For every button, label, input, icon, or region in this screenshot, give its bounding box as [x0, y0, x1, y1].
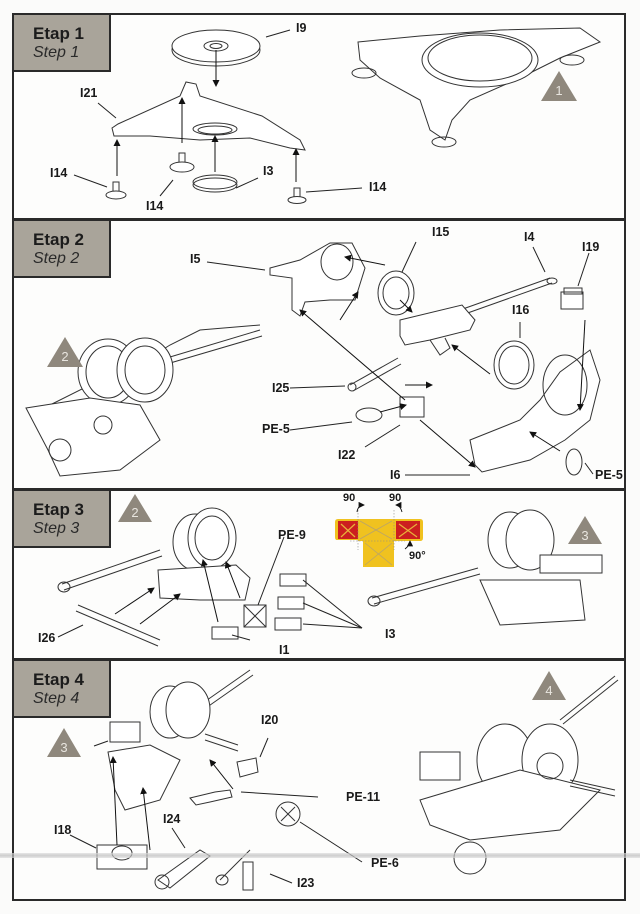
step-2-header: Etap 2 Step 2: [14, 221, 111, 278]
part-label: I5: [190, 252, 201, 266]
part-label: I24: [163, 812, 181, 826]
part-label: I16: [512, 303, 530, 317]
part-label: I3: [385, 627, 396, 641]
part-label: I15: [432, 225, 450, 239]
step-1-step: Step 1: [33, 44, 80, 61]
part-label: I14: [146, 199, 164, 213]
marker-number: 3: [581, 528, 589, 543]
part-label: PE-11: [346, 790, 381, 804]
marker-number: 1: [555, 83, 563, 98]
part-label: PE-5: [595, 468, 623, 482]
part-label: PE-9: [278, 528, 306, 542]
marker-number: 2: [61, 349, 69, 364]
part-label: I14: [369, 180, 387, 194]
marker-number: 2: [131, 505, 139, 520]
fold-angle-label: 90°: [409, 550, 426, 562]
part-label: I3: [263, 164, 274, 178]
part-label: I4: [524, 230, 535, 244]
part-label: I6: [390, 468, 401, 482]
step-2-etap: Etap 2: [33, 230, 85, 249]
step-2-step: Step 2: [33, 250, 80, 267]
part-label: I26: [38, 631, 56, 645]
scan-artifact-line: [0, 853, 640, 858]
step-2-panel: Etap 2 Step 2: [12, 219, 626, 490]
fold-angle-label: 90: [389, 492, 402, 504]
step-1-header: Etap 1 Step 1: [14, 15, 111, 72]
step-1-etap: Etap 1: [33, 24, 85, 43]
part-label: PE-5: [262, 422, 290, 436]
part-label: I18: [54, 823, 72, 837]
part-label: I21: [80, 86, 98, 100]
marker-number: 3: [60, 740, 68, 755]
step-3-panel: Etap 3 Step 3: [12, 489, 626, 660]
fold-angle-label: 90: [343, 492, 356, 504]
step-3-header: Etap 3 Step 3: [14, 491, 111, 548]
part-label: I23: [297, 876, 315, 890]
part-label: PE-6: [371, 856, 399, 870]
part-label: I9: [296, 21, 307, 35]
part-label: I22: [338, 448, 356, 462]
part-label: I14: [50, 166, 68, 180]
marker-number: 4: [545, 683, 553, 698]
step-4-etap: Etap 4: [33, 670, 85, 689]
part-label: I1: [279, 643, 290, 657]
part-label: I19: [582, 240, 600, 254]
part-label: I20: [261, 713, 279, 727]
step-3-etap: Etap 3: [33, 500, 85, 519]
part-label: I25: [272, 381, 290, 395]
step-4-step: Step 4: [33, 690, 80, 707]
step-4-header: Etap 4 Step 4: [14, 661, 111, 718]
step-3-step: Step 3: [33, 520, 80, 537]
step-1-panel: Etap 1 Step 1: [12, 13, 626, 220]
